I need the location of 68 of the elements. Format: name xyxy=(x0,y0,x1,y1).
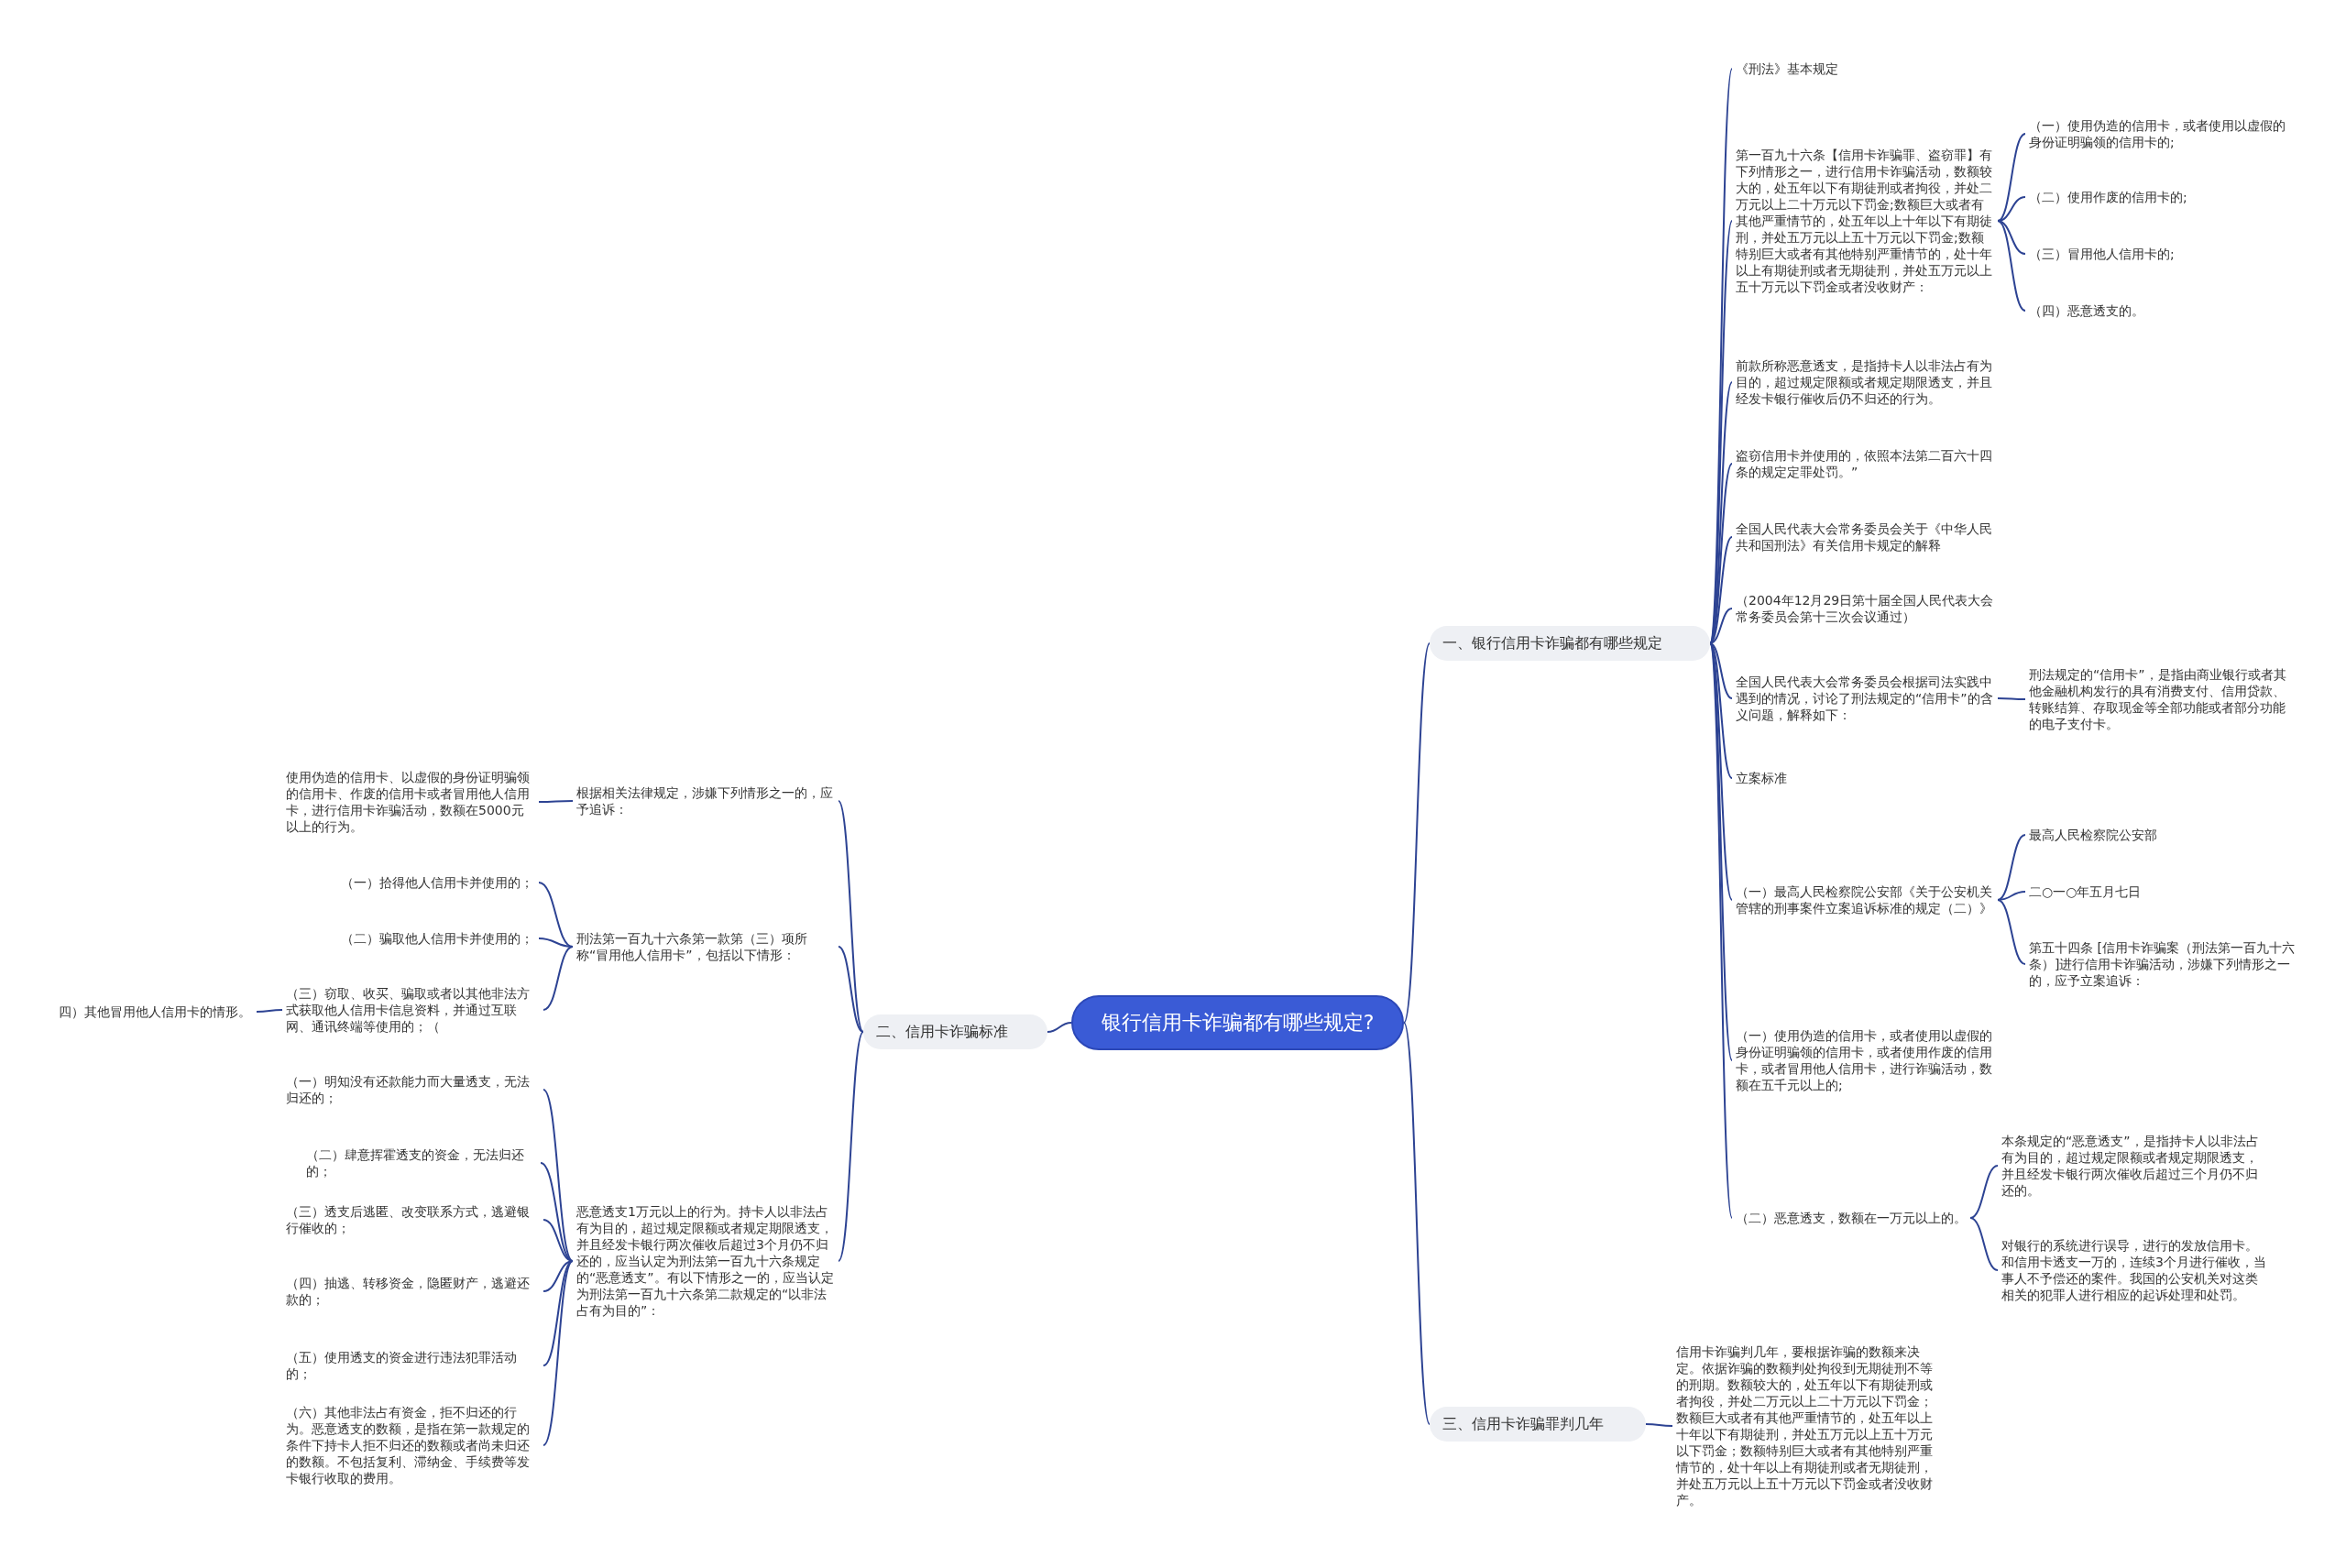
branch-topic: 一、银行信用卡诈骗都有哪些规定 xyxy=(1430,626,1710,661)
topic-text: （一）最高人民检察院公安部《关于公安机关管辖的刑事案件立案追诉标准的规定（二）》 xyxy=(1732,883,1998,916)
connector-line xyxy=(838,946,864,1033)
connector-line xyxy=(543,946,574,1011)
connector-line xyxy=(1997,220,2026,312)
connector-line xyxy=(1997,697,2026,700)
branch-topic: 三、信用卡诈骗罪判几年 xyxy=(1430,1407,1646,1442)
connector-line xyxy=(1997,891,2026,901)
connector-line xyxy=(538,882,574,948)
connector-line xyxy=(1709,642,1733,699)
topic-text: 信用卡诈骗判几年，要根据诈骗的数额来决定。依据诈骗的数额判处拘役到无期徒刑不等的刑期。数额较大的，处五年以下有期徒刑或者拘役，并处二万元以上二十万元以下罚金；数额巨大或者有其他严重情节的，处五年以上十年以下有期徒刑，并处五万元以上五十万元以下罚金；数额特别巨大或者有其他特别严重情节的，处十年以上有期徒刑或者无期徒刑，并处五万元以上五十万元以下罚金或者没收财产。 xyxy=(1672,1343,1938,1508)
connector-line xyxy=(543,1089,574,1262)
topic-text: 最高人民检察院公安部 xyxy=(2025,827,2300,843)
topic-text: （一）明知没有还款能力而大量透支，无法归还的； xyxy=(282,1073,543,1106)
connector-line xyxy=(256,1009,283,1013)
topic-text: （三）透支后逃匿、改变联系方式，逃避银行催收的； xyxy=(282,1203,543,1236)
topic-text: 全国人民代表大会常务委员会关于《中华人民共和国刑法》有关信用卡规定的解释 xyxy=(1732,521,1998,554)
connector-line xyxy=(543,1260,574,1446)
topic-text: 四）其他冒用他人信用卡的情形。 xyxy=(55,1003,257,1020)
connector-line xyxy=(1997,133,2026,222)
central-topic: 银行信用卡诈骗都有哪些规定? xyxy=(1071,995,1404,1050)
connector-line xyxy=(1997,834,2026,901)
topic-text: 根据相关法律规定，涉嫌下列情形之一的，应予追诉： xyxy=(573,784,839,817)
topic-text: （2004年12月29日第十届全国人民代表大会常务委员会第十三次会议通过） xyxy=(1732,592,1998,625)
connector-line xyxy=(1969,1165,1999,1219)
topic-text: 二○一○年五月七日 xyxy=(2025,883,2300,900)
connector-line xyxy=(1403,642,1431,1024)
topic-text: （四）抽逃、转移资金，隐匿财产，逃避还款的； xyxy=(282,1275,543,1308)
connector-line xyxy=(838,1031,864,1262)
topic-text: （一）拾得他人信用卡并使用的； xyxy=(337,874,539,891)
topic-text: 刑法第一百九十六条第一款第（三）项所称“冒用他人信用卡”，包括以下情形： xyxy=(573,930,839,963)
topic-text: 使用伪造的信用卡、以虚假的身份证明骗领的信用卡、作废的信用卡或者冒用他人信用卡，进行信用卡诈骗活动，数额在5000元以上的行为。 xyxy=(282,769,539,835)
topic-text: （二）肆意挥霍透支的资金，无法归还的； xyxy=(302,1146,541,1179)
connector-line xyxy=(1709,642,1733,779)
connector-line xyxy=(1645,1423,1673,1427)
topic-text: （二）使用作废的信用卡的; xyxy=(2025,189,2300,205)
connector-line xyxy=(838,800,864,1033)
topic-text: 第五十四条 [信用卡诈骗案（刑法第一百九十六条）]进行信用卡诈骗活动，涉嫌下列情形之一的，应予立案追诉： xyxy=(2025,939,2300,989)
topic-text: （六）其他非法占有资金，拒不归还的行为。恶意透支的数额，是指在第一款规定的条件下持卡人拒不归还的数额或者尚未归还的数额。不包括复利、滞纳金、手续费等发卡银行收取的费用。 xyxy=(282,1404,543,1486)
connector-line xyxy=(1403,1022,1431,1425)
topic-text: 前款所称恶意透支，是指持卡人以非法占有为目的，超过规定限额或者规定期限透支，并且经发卡银行催收后仍不归还的行为。 xyxy=(1732,357,1998,407)
topic-text: 恶意透支1万元以上的行为。持卡人以非法占有为目的，超过规定限额或者规定期限透支，并且经发卡银行两次催收后超过3个月仍不归还的，应当认定为刑法第一百九十六条规定的“恶意透支”。有以下情形之一的，应当认定为刑法第一百九十六条第二款规定的“以非法占有为目的”： xyxy=(573,1203,839,1319)
connector-line xyxy=(543,1260,574,1292)
topic-text: 盗窃信用卡并使用的，依照本法第二百六十四条的规定定罪处罚。” xyxy=(1732,447,1998,480)
topic-text: 《刑法》基本规定 xyxy=(1732,60,1998,77)
topic-text: （二）骗取他人信用卡并使用的； xyxy=(337,930,539,947)
topic-text: （三）窃取、收买、骗取或者以其他非法方式获取他人信用卡信息资料，并通过互联网、通讯终端等使用的；（ xyxy=(282,985,543,1035)
connector-line xyxy=(1047,1022,1072,1033)
topic-text: 本条规定的“恶意透支”，是指持卡人以非法占有为目的，超过规定限额或者规定期限透支，并且经发卡银行两次催收后超过三个月仍不归还的。 xyxy=(1998,1133,2273,1199)
topic-text: （四）恶意透支的。 xyxy=(2025,302,2300,319)
topic-text: （一）使用伪造的信用卡，或者使用以虚假的身份证明骗领的信用卡，或者使用作废的信用卡，或者冒用他人信用卡，进行诈骗活动，数额在五千元以上的; xyxy=(1732,1027,1998,1093)
connector-line xyxy=(1709,608,1733,644)
topic-text: 刑法规定的“信用卡”，是指由商业银行或者其他金融机构发行的具有消费支付、信用贷款、转账结算、存取现金等全部功能或者部分功能的电子支付卡。 xyxy=(2025,666,2300,732)
topic-text: （五）使用透支的资金进行违法犯罪活动的； xyxy=(282,1349,543,1382)
connector-line xyxy=(1997,220,2026,255)
topic-text: 第一百九十六条【信用卡诈骗罪、盗窃罪】有下列情形之一，进行信用卡诈骗活动，数额较大的，处五年以下有期徒刑或者拘役，并处二万元以上二十万元以下罚金;数额巨大或者有其他严重情节的，处五年以上十年以下有期徒刑，并处五万元以上五十万元以下罚金;数额特别巨大或者有其他特别严重情节的，处十年以上有期徒刑或者无期徒刑，并处五万元以上五十万元以下罚金或者没收财产： xyxy=(1732,147,1998,295)
topic-text: （二）恶意透支，数额在一万元以上的。 xyxy=(1732,1210,1970,1226)
topic-text: 全国人民代表大会常务委员会根据司法实践中遇到的情况，讨论了刑法规定的“信用卡”的含义问题，解释如下： xyxy=(1732,674,1998,723)
connector-line xyxy=(543,1219,574,1262)
connector-line xyxy=(538,938,574,948)
connector-line xyxy=(538,800,574,803)
branch-topic: 二、信用卡诈骗标准 xyxy=(863,1014,1047,1049)
topic-text: （一）使用伪造的信用卡，或者使用以虚假的身份证明骗领的信用卡的; xyxy=(2025,117,2300,150)
topic-text: 立案标准 xyxy=(1732,770,1998,786)
topic-text: （三）冒用他人信用卡的; xyxy=(2025,246,2300,262)
connector-line xyxy=(1969,1217,1999,1271)
connector-line xyxy=(1997,899,2026,965)
topic-text: 对银行的系统进行误导，进行的发放信用卡。和信用卡透支一万的，连续3个月进行催收，当事人不予偿还的案件。我国的公安机关对这类相关的犯罪人进行相应的起诉处理和处罚。 xyxy=(1998,1237,2273,1303)
